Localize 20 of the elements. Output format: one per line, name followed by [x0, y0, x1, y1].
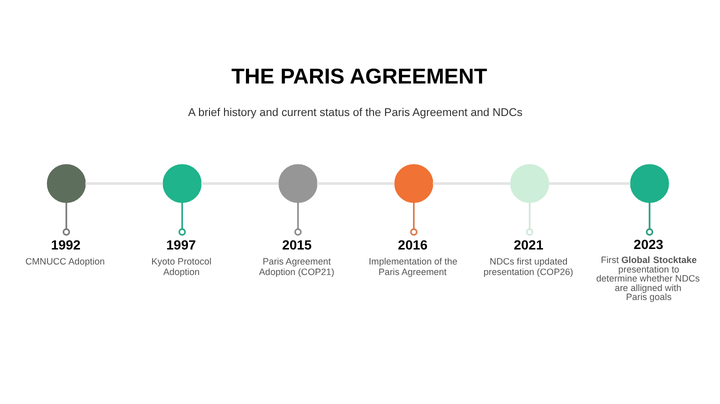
connector [646, 202, 654, 236]
connector [410, 202, 418, 236]
node-text: 2016 Implementation of the Paris Agreement [368, 237, 458, 276]
node-text: 1992 CMNUCC Adoption [25, 237, 105, 266]
node-circle [394, 164, 434, 203]
connector [62, 202, 70, 236]
node-text: 2023 First Global Stocktake presentation to determine whether NDCs are alligned with Paris goals [596, 236, 700, 302]
node-circle [162, 164, 202, 203]
node-text: 1997 Kyoto Protocol Adoption [151, 237, 212, 276]
node-circle [46, 164, 86, 203]
node-circle [278, 164, 318, 203]
node-text: 2021 NDCs first updated presentation (COP26) [484, 237, 574, 276]
connector [178, 202, 186, 236]
diagram-title: THE PARIS AGREEMENT [231, 64, 488, 88]
connector [526, 202, 534, 236]
connector [294, 202, 302, 236]
node-circle [510, 164, 550, 203]
node-text: 2015 Paris Agreement Adoption (COP21) [259, 237, 334, 276]
node-circle [630, 164, 670, 203]
label: A brief history and current status of the Paris Agreement and NDCs [188, 106, 523, 119]
